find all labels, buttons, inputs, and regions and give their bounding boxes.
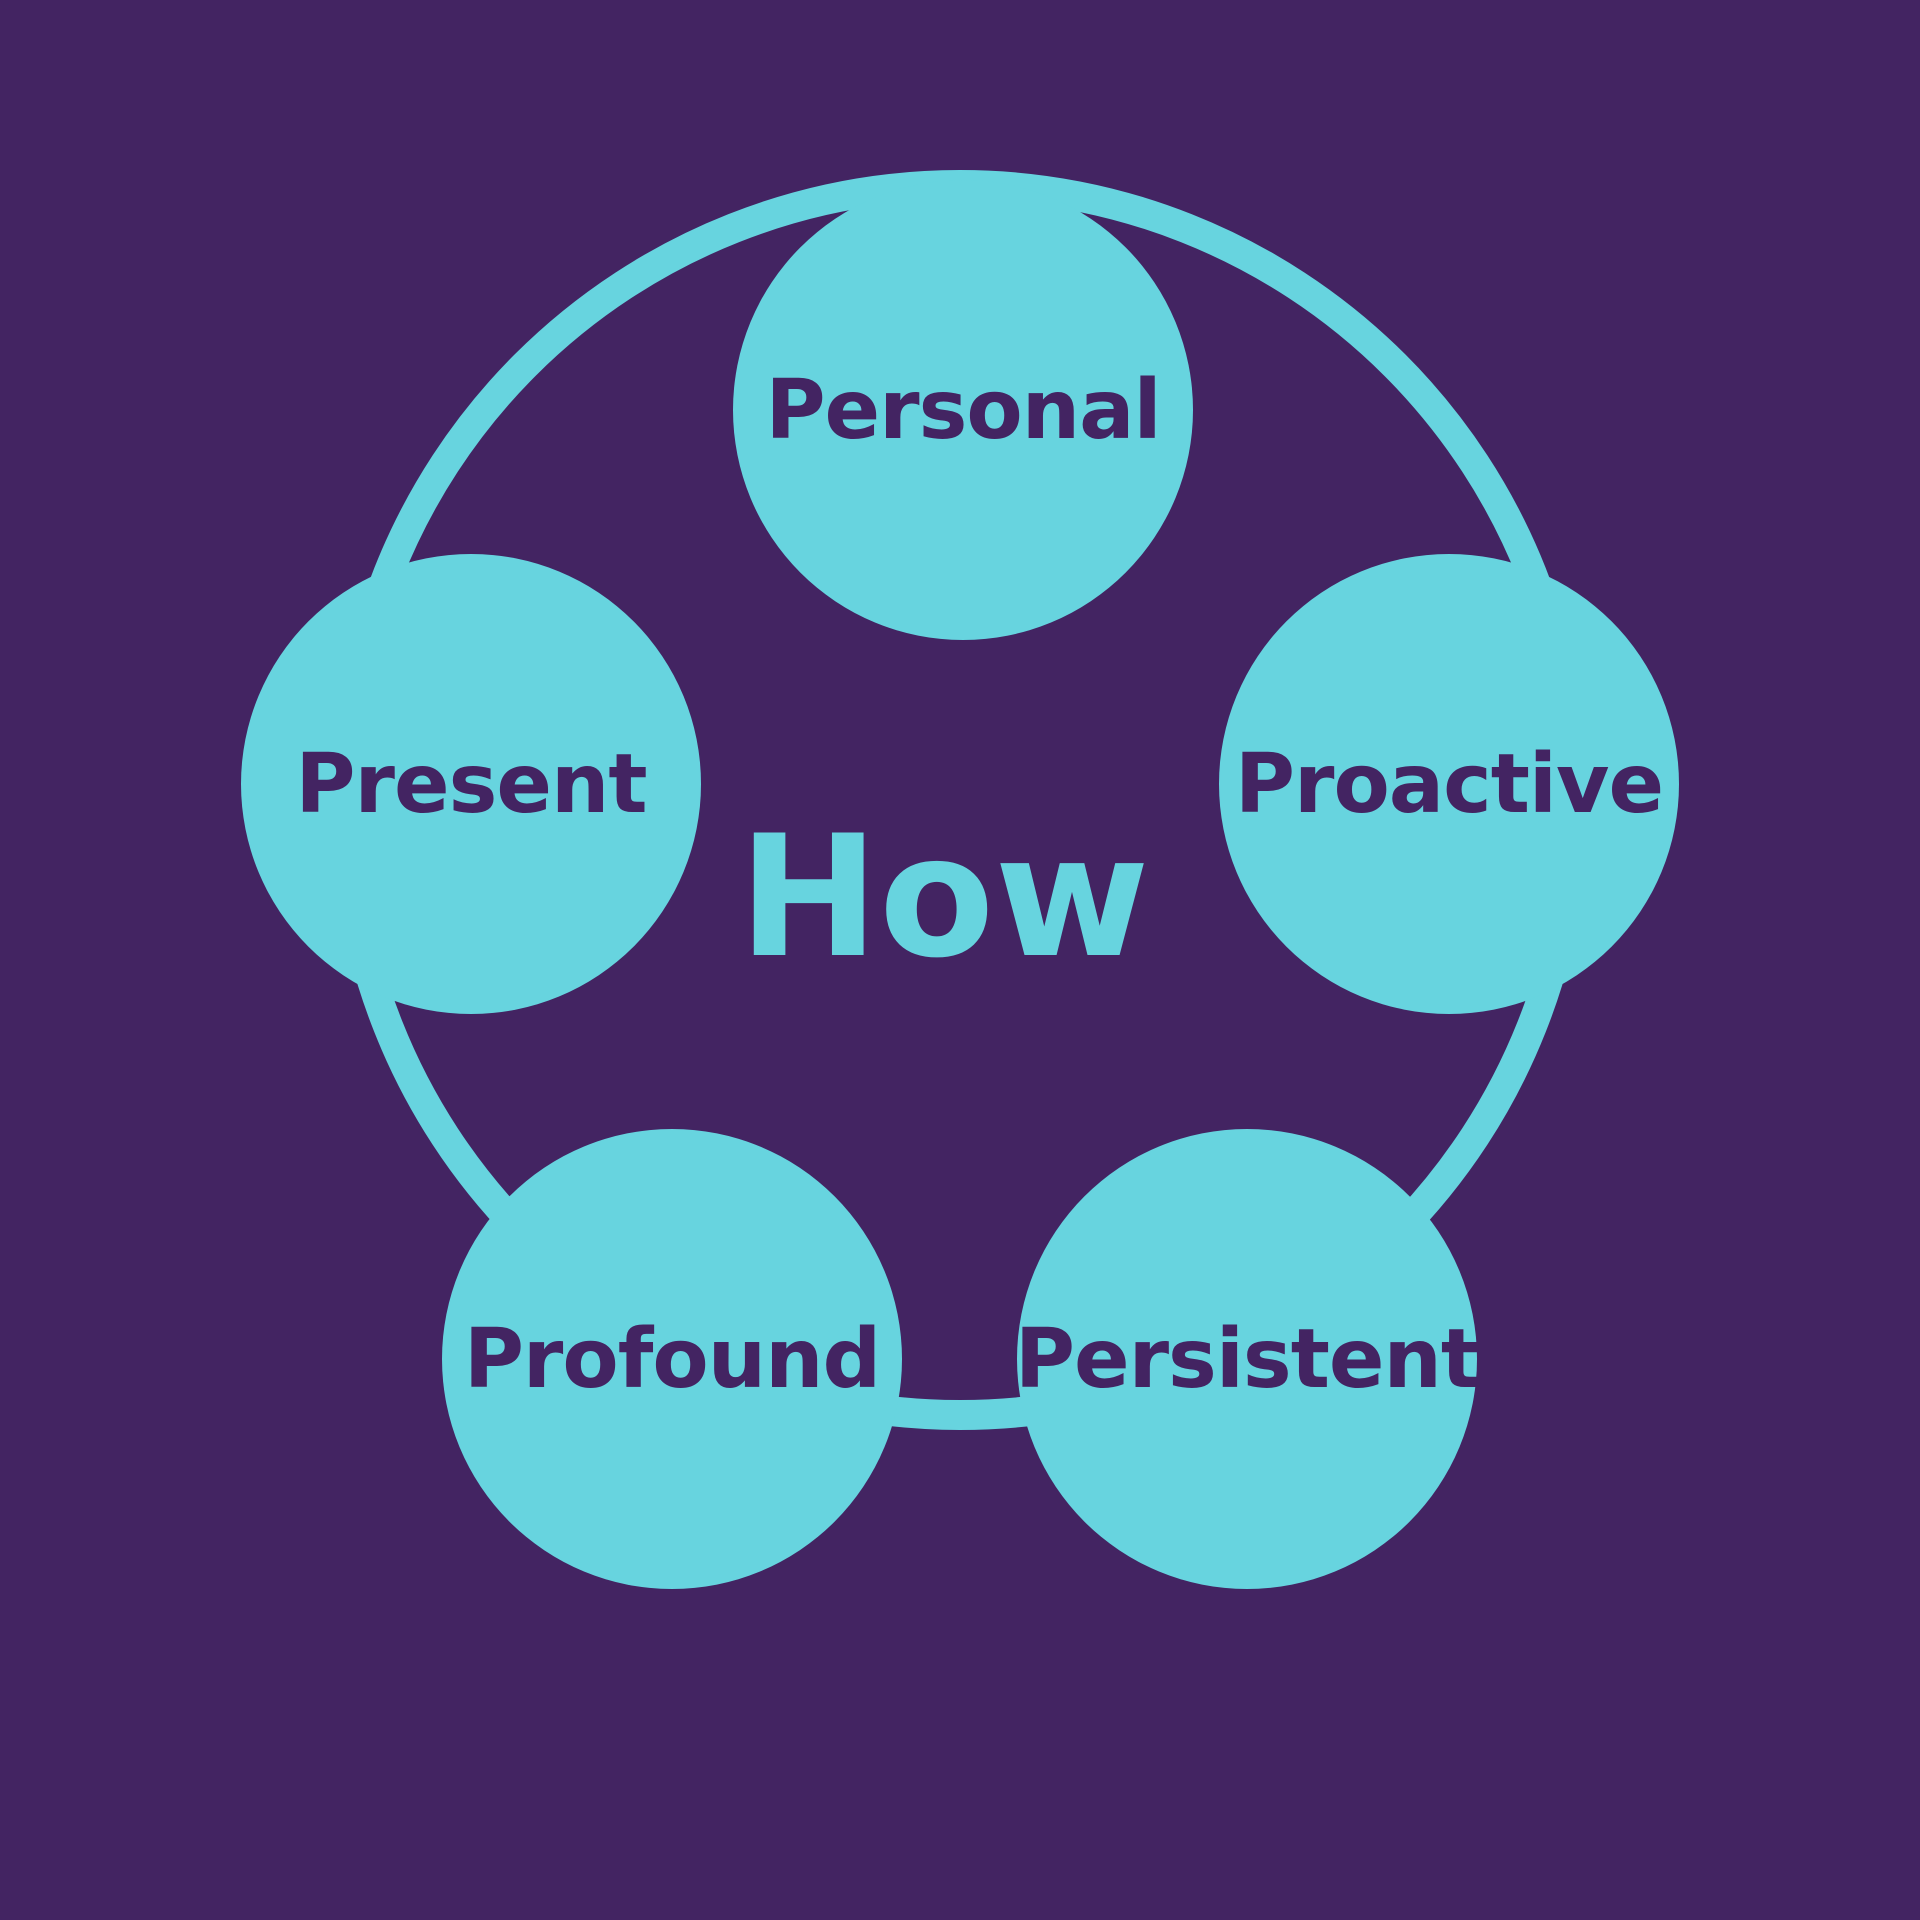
center-label: How	[738, 799, 1149, 995]
node-personal: Personal	[733, 180, 1193, 640]
node-personal-circle	[733, 180, 1193, 640]
node-profound: Profound	[442, 1129, 902, 1589]
node-present-label: Present	[295, 737, 646, 832]
node-persistent: Persistent	[1015, 1129, 1480, 1589]
node-proactive-circle	[1219, 554, 1679, 1014]
node-persistent-circle	[1017, 1129, 1477, 1589]
node-present: Present	[241, 554, 701, 1014]
node-present-circle	[241, 554, 701, 1014]
node-profound-label: Profound	[464, 1312, 880, 1407]
node-personal-label: Personal	[765, 363, 1160, 458]
node-persistent-label: Persistent	[1015, 1312, 1479, 1407]
node-proactive: Proactive	[1219, 554, 1679, 1014]
node-proactive-label: Proactive	[1235, 737, 1663, 832]
node-profound-circle	[442, 1129, 902, 1589]
